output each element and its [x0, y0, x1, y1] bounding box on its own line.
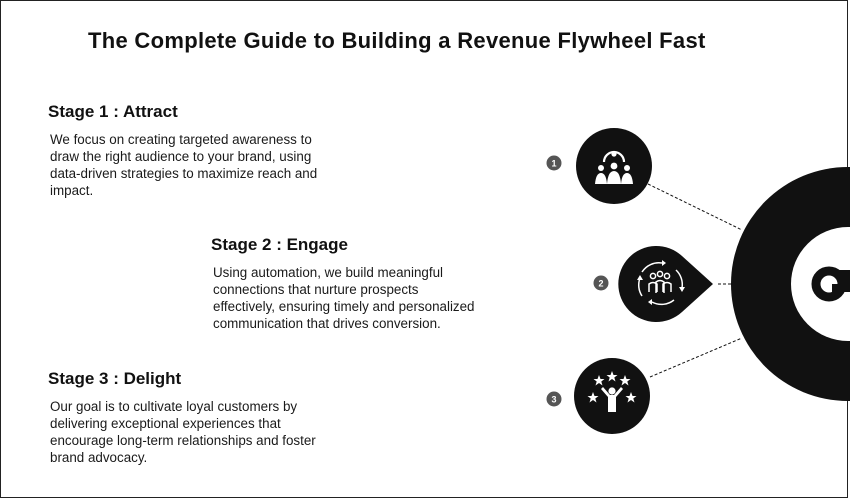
- stage-2-number-badge: 2: [593, 275, 609, 291]
- stage-3-number: 3: [551, 395, 556, 405]
- stage-2-description: Using automation, we build meaningful co…: [213, 265, 475, 331]
- stage-1-node: [576, 128, 652, 204]
- stage-3-number-badge: 3: [546, 391, 562, 407]
- stage-3-node: [574, 358, 650, 434]
- stage-3-description: Our goal is to cultivate loyal customers…: [50, 399, 316, 465]
- center-hub: [731, 167, 850, 401]
- stage-2-node: [618, 246, 713, 322]
- connector-line-3: [649, 337, 743, 378]
- star-celebration-icon: [587, 371, 637, 412]
- engagement-cycle-icon: [637, 260, 685, 306]
- stage-1-description: We focus on creating targeted awareness …: [50, 132, 318, 198]
- stage-1-number-badge: 1: [546, 155, 562, 171]
- stage-1-heading: Stage 1 : Attract: [48, 102, 178, 121]
- connector-line-1: [647, 183, 743, 231]
- stage-3-heading: Stage 3 : Delight: [48, 369, 182, 388]
- stage-2-number: 2: [598, 279, 603, 289]
- audience-target-icon: [595, 150, 633, 184]
- stage-2-heading: Stage 2 : Engage: [211, 235, 348, 254]
- page-title: The Complete Guide to Building a Revenue…: [88, 28, 706, 53]
- hub-logo-icon: [811, 266, 850, 302]
- stage-1-number: 1: [551, 159, 556, 169]
